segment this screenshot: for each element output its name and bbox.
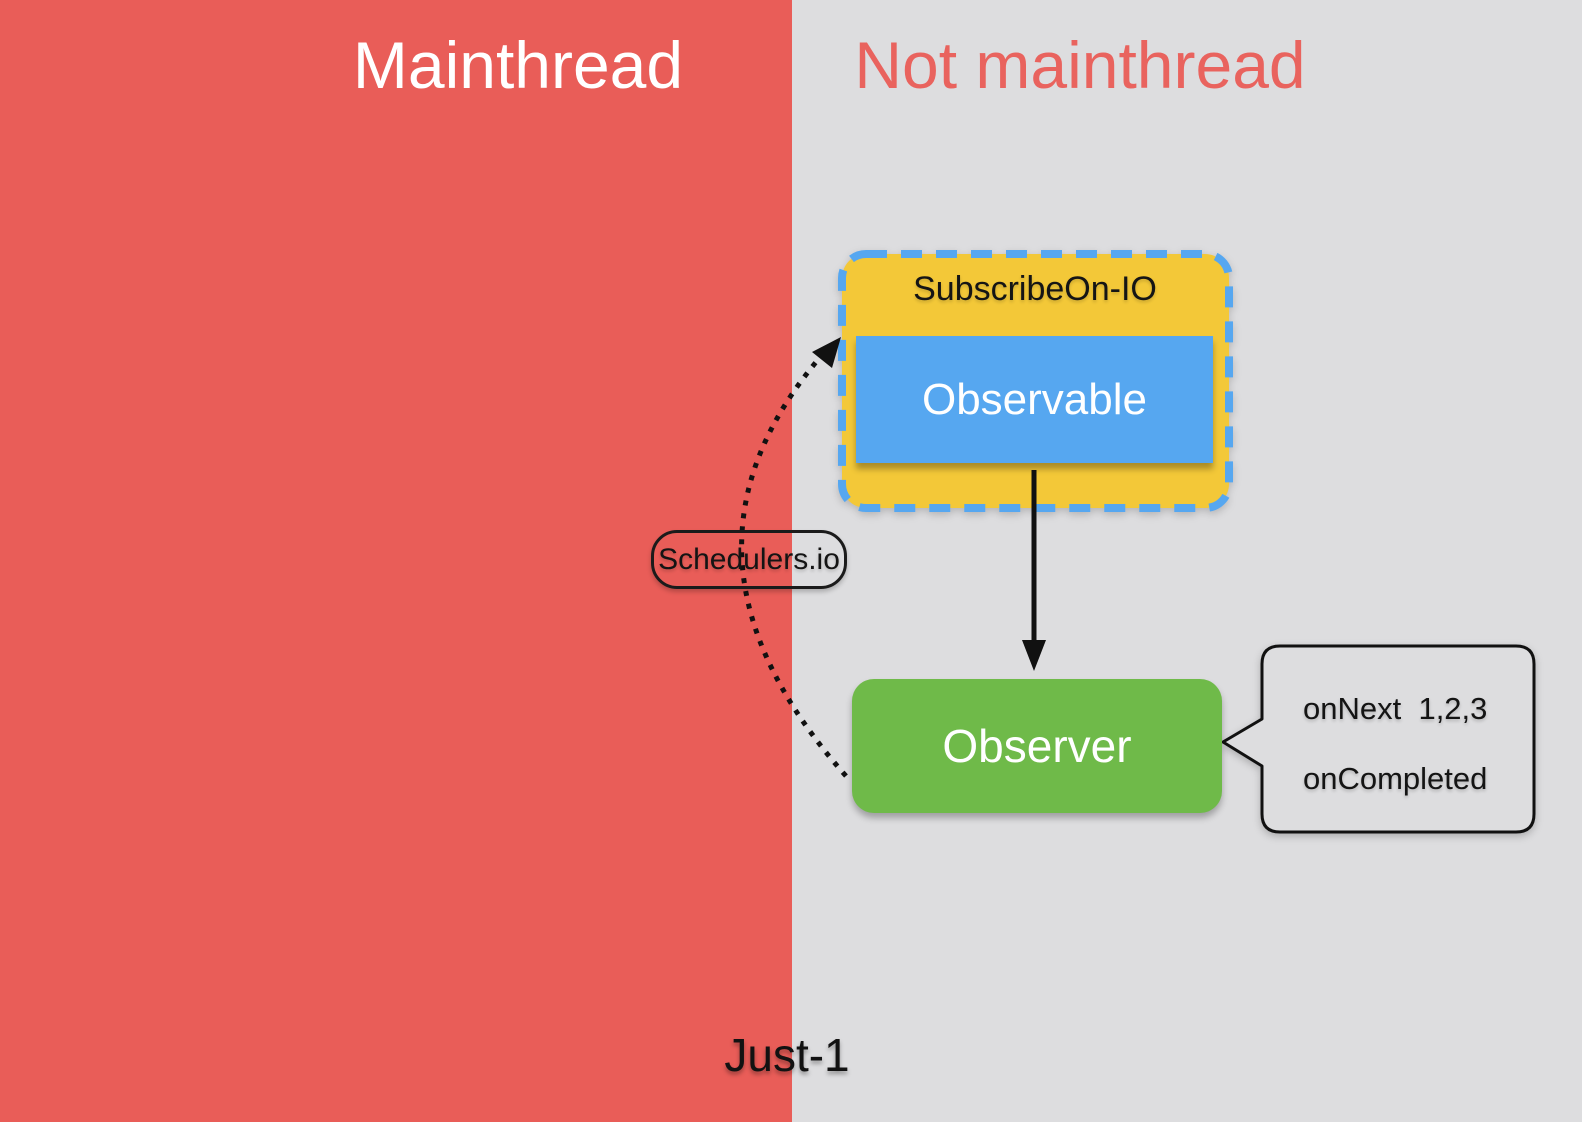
- observer-node: Observer: [852, 679, 1222, 813]
- callout-bubble: [1221, 644, 1536, 834]
- callout-onnext-text: onNext 1,2,3: [1303, 691, 1488, 726]
- schedulers-io-arrow: [739, 337, 848, 778]
- mainthread-label: Mainthread: [352, 28, 684, 102]
- not-mainthread-label: Not mainthread: [854, 28, 1306, 102]
- observable-to-observer-arrow: [1022, 470, 1046, 671]
- observable-node: Observable: [856, 336, 1213, 463]
- schedulers-io-label: Schedulers.io: [651, 530, 847, 589]
- subscribe-on-title: SubscribeOn-IO: [913, 270, 1157, 308]
- solid-arrowhead-icon: [1022, 640, 1046, 671]
- dotted-arrowhead-icon: [812, 337, 841, 368]
- mainthread-region: [0, 0, 792, 1122]
- just-1-caption: Just-1: [724, 1029, 850, 1081]
- callout-oncompleted-text: onCompleted: [1303, 761, 1488, 796]
